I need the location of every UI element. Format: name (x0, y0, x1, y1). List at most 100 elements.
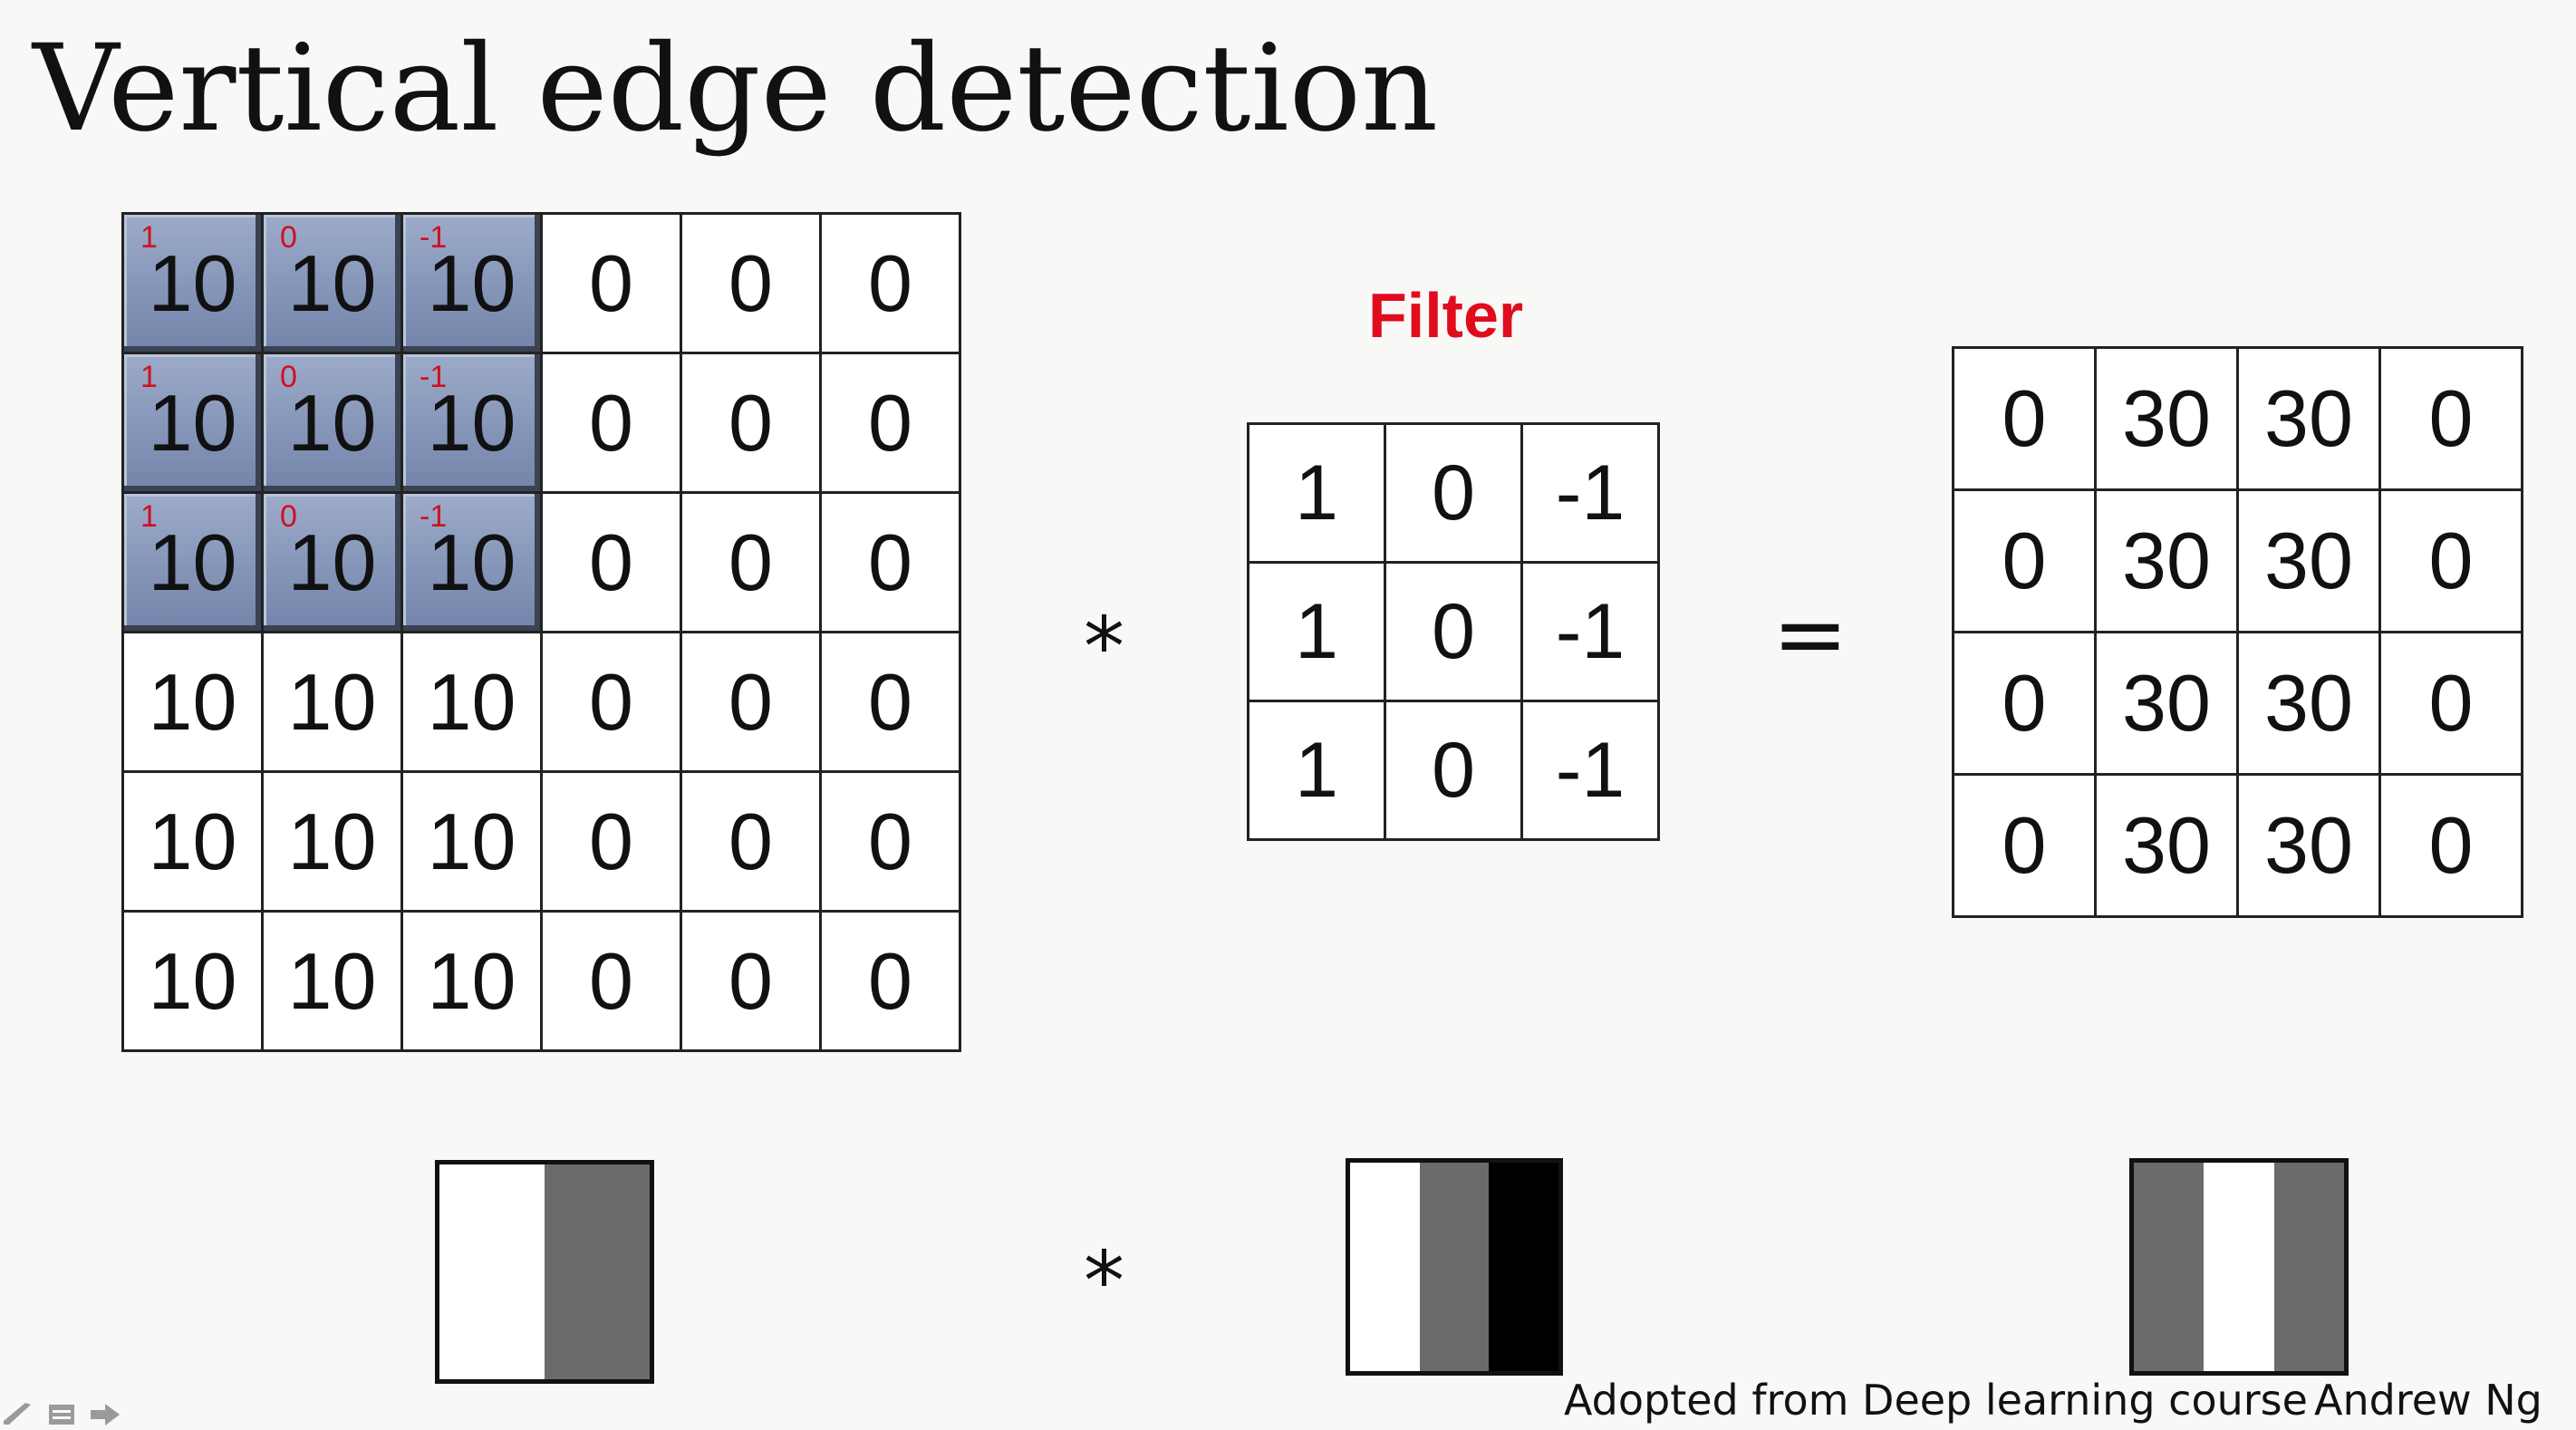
cell-value: 30 (2122, 516, 2211, 605)
color-band (2134, 1163, 2205, 1371)
cell-value: 0 (589, 935, 633, 1026)
cell-value: 30 (2122, 373, 2211, 463)
cell-value: 10 (287, 377, 377, 468)
cell-value: 30 (2264, 800, 2353, 890)
cell-value: 0 (868, 377, 912, 468)
cell-value: 10 (427, 377, 516, 468)
matrix-cell: 0 (540, 631, 682, 773)
pen-icon[interactable] (0, 1401, 36, 1428)
matrix-cell: 10 (121, 631, 264, 773)
cell-value: 0 (589, 656, 633, 747)
matrix-cell: 30 (2094, 773, 2239, 918)
cell-value: 0 (728, 656, 773, 747)
filter-weight-label: 1 (140, 220, 158, 255)
filter-weight-label: -1 (420, 360, 448, 394)
cell-value: 30 (2264, 373, 2353, 463)
matrix-cell: 0 (819, 910, 961, 1052)
matrix-cell: 10 (400, 770, 543, 913)
cell-value: 0 (2002, 800, 2047, 890)
presentation-toolbar (0, 1399, 123, 1430)
equals-operator: = (1772, 581, 1848, 687)
cell-value: 0 (1432, 588, 1475, 675)
cell-value: 0 (2002, 373, 2047, 463)
cell-value: 30 (2264, 658, 2353, 748)
matrix-cell: 0 (680, 770, 822, 913)
cell-value: 10 (427, 237, 516, 328)
color-band (2273, 1163, 2344, 1371)
matrix-cell: 1 (1247, 422, 1386, 564)
cell-value: 0 (2428, 800, 2474, 890)
matrix-cell: 10 (121, 910, 264, 1052)
filter-weight-label: 0 (280, 220, 297, 255)
cell-value: -1 (1555, 727, 1626, 814)
color-band (2204, 1163, 2274, 1371)
filter-weight-label: 1 (140, 499, 158, 534)
matrix-cell: -1 (1520, 422, 1660, 564)
matrix-cell: 0 (819, 631, 961, 773)
matrix-cell: 30 (2236, 631, 2381, 776)
cell-value: 10 (148, 377, 237, 468)
matrix-cell: 0 (540, 910, 682, 1052)
matrix-cell: 0 (1952, 346, 2097, 491)
cell-value: 10 (148, 237, 237, 328)
matrix-cell: 0 (1952, 631, 2097, 776)
cell-value: 10 (427, 517, 516, 607)
color-band (1489, 1163, 1558, 1371)
cell-value: 0 (728, 796, 773, 886)
matrix-cell: 30 (2094, 346, 2239, 491)
filter-weight-label: 0 (280, 360, 297, 394)
matrix-cell: 0 (819, 770, 961, 913)
cell-value: 0 (868, 935, 912, 1026)
matrix-cell: 0 (680, 631, 822, 773)
matrix-cell: 10 (400, 910, 543, 1052)
matrix-cell: 0 (2378, 346, 2523, 491)
matrix-cell: 30 (2094, 488, 2239, 633)
cell-value: 30 (2122, 800, 2211, 890)
matrix-cell: 0 (1384, 561, 1523, 702)
matrix-row: 0 30 30 0 (1952, 346, 2523, 491)
menu-icon[interactable] (45, 1401, 78, 1428)
filter-weight-label: 1 (140, 360, 158, 394)
matrix-cell: 0 (819, 491, 961, 633)
matrix-cell: 0 (1952, 773, 2097, 918)
cell-value: 0 (728, 237, 773, 328)
filter-weight-label: 0 (280, 499, 297, 534)
cell-value: 0 (728, 935, 773, 1026)
arrow-right-icon[interactable] (87, 1401, 123, 1428)
cell-value: 0 (868, 796, 912, 886)
matrix-cell: 30 (2236, 773, 2381, 918)
cell-value: 0 (868, 237, 912, 328)
cell-value: 1 (1295, 727, 1338, 814)
matrix-cell: 0 (680, 491, 822, 633)
matrix-cell: 0 (2378, 773, 2523, 918)
matrix-cell: 0 (540, 770, 682, 913)
cell-value: 10 (287, 935, 377, 1026)
cell-value: 10 (287, 796, 377, 886)
matrix-row: 10 10 10 0 0 0 (121, 910, 961, 1052)
cell-value: 10 (287, 237, 377, 328)
filter-weight-label: -1 (420, 220, 448, 255)
matrix-cell: 0 (1952, 488, 2097, 633)
matrix-cell: 0 (540, 491, 682, 633)
convolution-operator: * (1084, 600, 1124, 695)
filter-weight-label: -1 (420, 499, 448, 534)
matrix-cell: 0 (2378, 631, 2523, 776)
matrix-cell: 0 (819, 212, 961, 354)
cell-value: 30 (2264, 516, 2353, 605)
cell-value: 1 (1295, 588, 1338, 675)
credit-source: Adopted from Deep learning course (1564, 1376, 2308, 1425)
cell-value: 10 (148, 796, 237, 886)
